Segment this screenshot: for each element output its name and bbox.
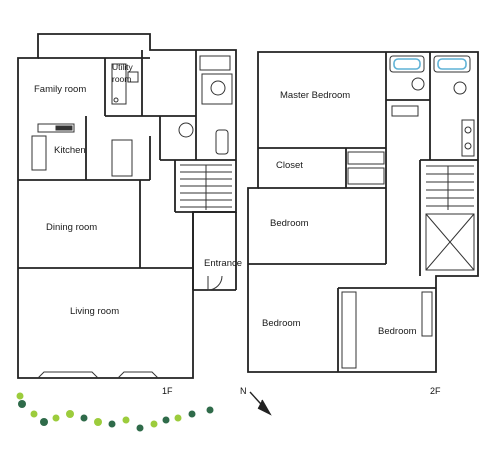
- floor1-label: 1F: [162, 386, 173, 396]
- north-arrow: [249, 391, 272, 416]
- bedroom-upper-label: Bedroom: [270, 218, 309, 229]
- landscape-shrubs: [16, 392, 214, 432]
- master-bedroom-label: Master Bedroom: [280, 90, 351, 101]
- first-floor-fixtures: [31, 55, 233, 379]
- utility-room-label-line1: Utility: [112, 62, 133, 72]
- first-floor-stairs: [180, 164, 232, 210]
- first-floor-walls: [17, 33, 237, 379]
- closet-label: Closet: [276, 160, 303, 171]
- kitchen-label: Kitchen: [54, 145, 86, 156]
- second-floor-stairs: [425, 165, 475, 271]
- entrance-label: Entrance: [204, 258, 243, 269]
- floor2-label: 2F: [430, 386, 441, 396]
- living-room-label: Living room: [70, 306, 120, 317]
- dining-room-label: Dining room: [46, 222, 98, 233]
- bedroom-left-label: Bedroom: [262, 318, 301, 329]
- second-floor-walls: [247, 51, 479, 373]
- utility-room-label-line2: room: [112, 74, 132, 84]
- bedroom-right-label: Bedroom: [378, 326, 417, 337]
- compass-n-label: N: [240, 386, 247, 396]
- second-floor-fixtures: [341, 55, 475, 369]
- family-room-label: Family room: [34, 84, 87, 95]
